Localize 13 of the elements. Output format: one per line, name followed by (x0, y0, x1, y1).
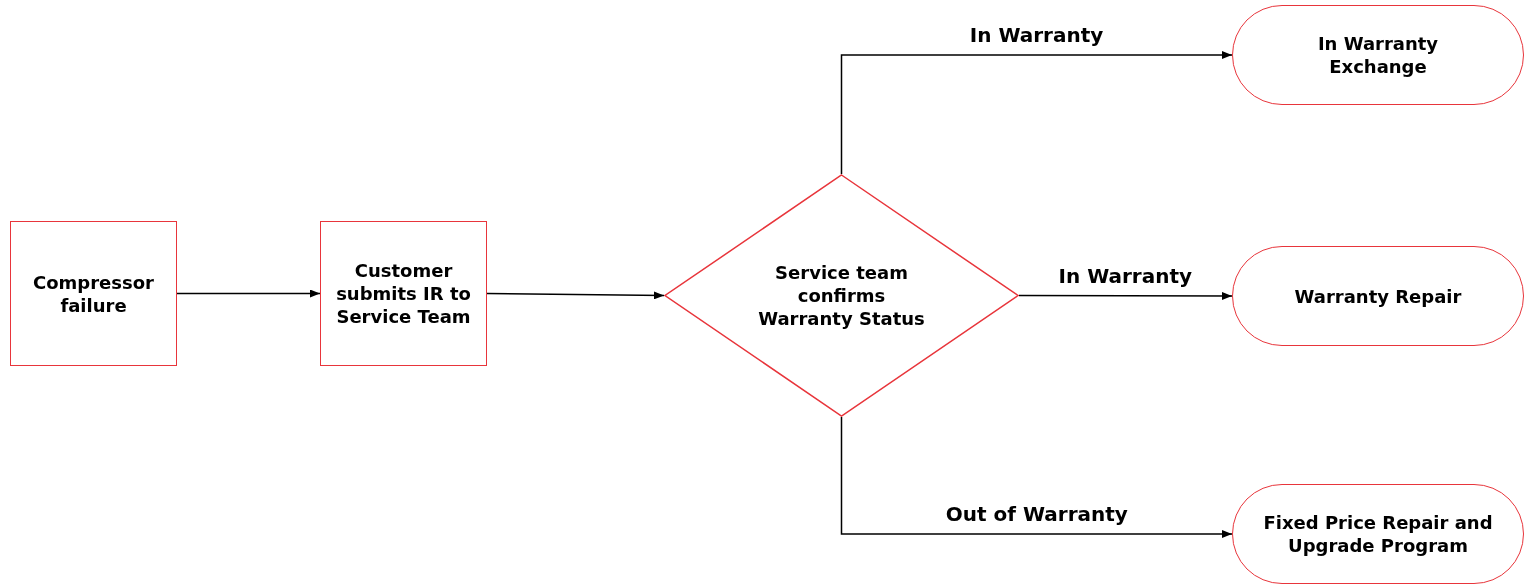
arrow (1018, 292, 1233, 300)
arrow (840, 51, 1233, 175)
node-label: Service team confirms Warranty Status (757, 261, 926, 330)
node-label: Fixed Price Repair and Upgrade Program (1262, 511, 1494, 557)
node-label: Compressor failure (32, 270, 155, 317)
arrow (840, 416, 1233, 538)
process-box (10, 221, 177, 366)
arrow (176, 289, 321, 298)
process-box (320, 221, 487, 366)
arrow (486, 291, 665, 300)
node-label: Customer submits IR to Service Team (335, 259, 472, 328)
node-label: Warranty Repair (1294, 284, 1462, 308)
node-label: In Warranty Exchange (1316, 32, 1440, 78)
